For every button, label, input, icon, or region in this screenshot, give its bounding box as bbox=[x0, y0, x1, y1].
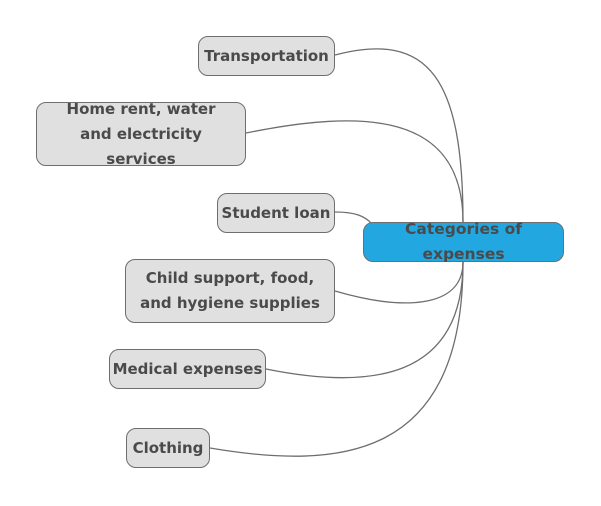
branch-label: Clothing bbox=[132, 438, 204, 457]
branch-student-loan[interactable]: Student loan bbox=[217, 193, 335, 233]
connector-transportation bbox=[334, 48, 464, 223]
branch-medical-expenses[interactable]: Medical expenses bbox=[109, 349, 266, 389]
central-topic[interactable]: Categories of expenses bbox=[363, 220, 564, 263]
branch-label: Medical expenses bbox=[112, 359, 263, 378]
branch-label: Student loan bbox=[221, 203, 331, 222]
connector-clothing bbox=[209, 261, 464, 457]
branch-label: Child support, food, and hygiene supplie… bbox=[140, 269, 320, 312]
branch-label: Home rent, water and electricity service… bbox=[66, 99, 216, 168]
branch-child-support[interactable]: Child support, food, and hygiene supplie… bbox=[125, 259, 335, 323]
branch-transportation[interactable]: Transportation bbox=[198, 36, 335, 76]
connector-home-rent bbox=[245, 120, 464, 223]
branch-home-rent[interactable]: Home rent, water and electricity service… bbox=[36, 100, 246, 168]
branch-label: Transportation bbox=[204, 46, 329, 65]
central-topic-label: Categories of expenses bbox=[405, 220, 522, 263]
branch-clothing[interactable]: Clothing bbox=[126, 428, 210, 468]
connector-medical bbox=[265, 261, 464, 379]
connector-child-support bbox=[334, 261, 464, 304]
